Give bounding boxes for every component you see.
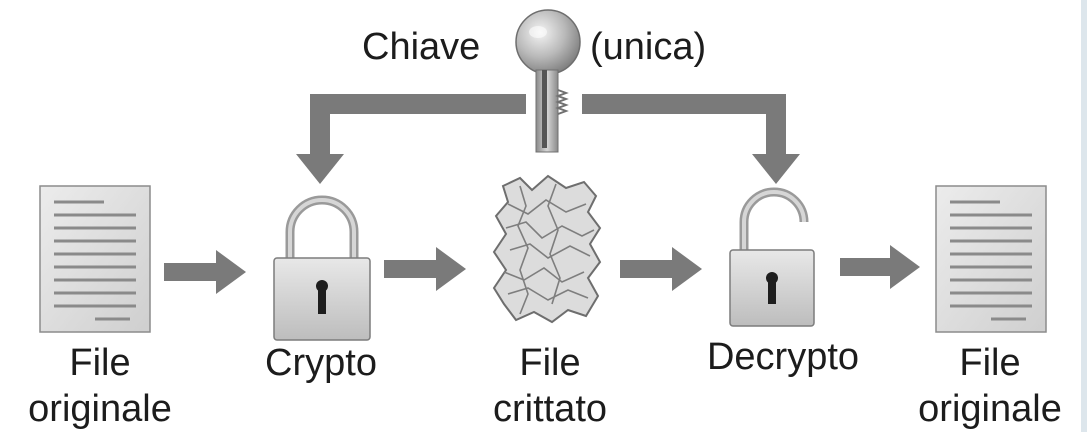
right-edge-border [1081, 0, 1087, 432]
result-file-label-line2: originale [918, 388, 1062, 430]
source-file-label: File originale [10, 340, 190, 432]
encrypted-file-label: File crittato [460, 340, 640, 432]
flow-arrow-2 [384, 247, 466, 291]
key-arrow-to-crypto [296, 94, 526, 184]
document-icon [935, 185, 1047, 333]
flow-arrow-3 [620, 247, 702, 291]
flow-arrow-4 [840, 245, 920, 289]
key-label-left: Chiave [362, 26, 481, 68]
source-file-label-line1: File [69, 342, 131, 384]
lock-open-icon [729, 187, 815, 327]
crypto-label: Crypto [265, 342, 377, 384]
lock-closed-icon [273, 195, 371, 341]
document-icon [39, 185, 151, 333]
result-file-label: File originale [900, 340, 1080, 432]
crumpled-paper-icon [492, 174, 602, 324]
flow-arrow-1 [164, 250, 246, 294]
key-label-right: (unica) [590, 26, 707, 68]
decrypto-label: Decrypto [706, 336, 860, 378]
encrypted-file-label-line2: crittato [492, 388, 608, 430]
result-file-label-line1: File [959, 342, 1021, 384]
key-arrow-to-decrypto [582, 94, 800, 184]
encrypted-file-label-line1: File [519, 342, 581, 384]
key-icon [515, 9, 581, 153]
source-file-label-line2: originale [28, 388, 172, 430]
